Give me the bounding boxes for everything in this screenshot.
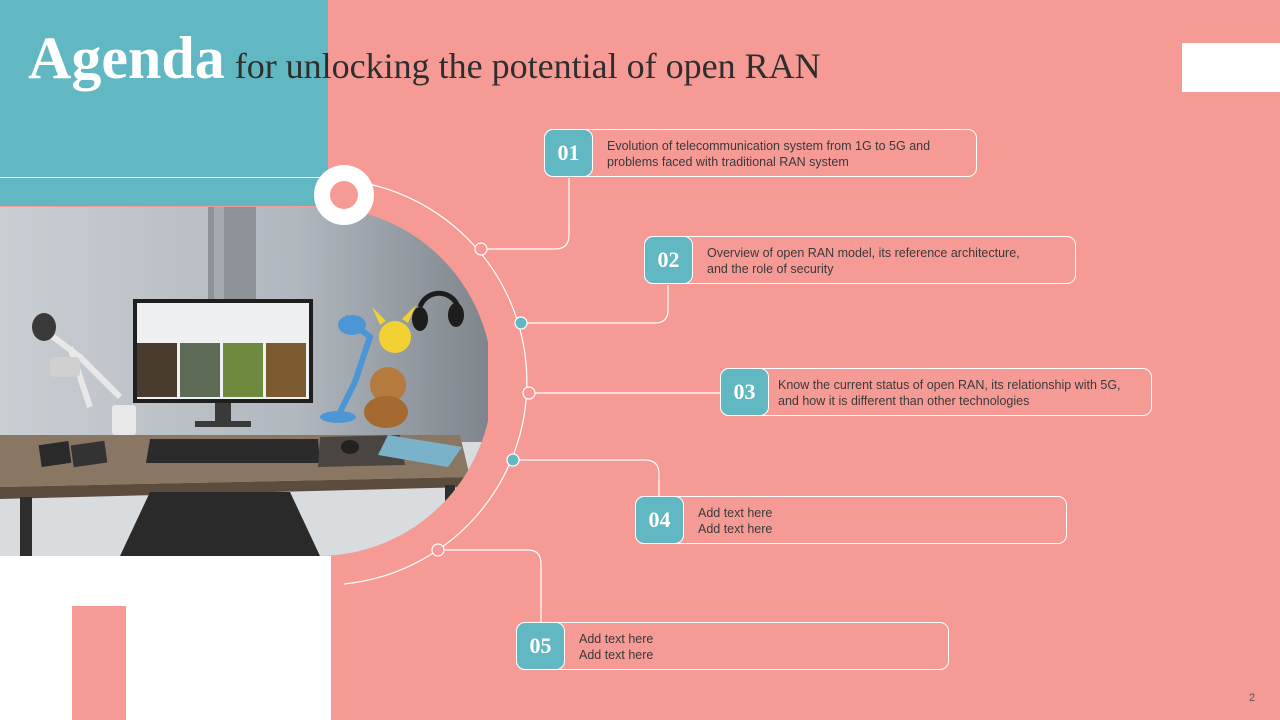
agenda-line-2: Add text here: [579, 648, 654, 662]
ring-inner: [330, 181, 358, 209]
pink-accent-bar: [72, 606, 126, 720]
timeline-dot-02: [514, 316, 528, 330]
agenda-line-1: Add text here: [698, 506, 773, 520]
agenda-line-2: and how it is different than other techn…: [778, 394, 1030, 408]
agenda-text: Overview of open RAN model, its referenc…: [707, 245, 1067, 277]
timeline-dot-03: [522, 386, 536, 400]
corner-white-block: [1182, 43, 1280, 92]
agenda-item-03: 03 Know the current status of open RAN, …: [720, 368, 1152, 416]
agenda-line-2: Add text here: [698, 522, 773, 536]
agenda-item-02: 02 Overview of open RAN model, its refer…: [644, 236, 1076, 284]
agenda-number: 05: [516, 622, 565, 670]
agenda-text: Evolution of telecommunication system fr…: [607, 138, 968, 170]
agenda-text: Add text here Add text here: [698, 505, 1058, 537]
agenda-text: Add text here Add text here: [579, 631, 940, 663]
agenda-number: 01: [544, 129, 593, 177]
agenda-item-01: 01 Evolution of telecommunication system…: [544, 129, 977, 177]
agenda-number: 02: [644, 236, 693, 284]
title-main: Agenda: [28, 25, 225, 91]
ring-icon: [314, 165, 374, 225]
agenda-number: 03: [720, 368, 769, 416]
page-number: 2: [1249, 692, 1256, 704]
title-subtitle: for unlocking the potential of open RAN: [234, 46, 821, 86]
agenda-line-2: problems faced with traditional RAN syst…: [607, 155, 849, 169]
agenda-text: Know the current status of open RAN, its…: [778, 377, 1143, 409]
agenda-line-1: Add text here: [579, 632, 654, 646]
agenda-line-1: Know the current status of open RAN, its…: [778, 378, 1121, 392]
teal-header-block: [0, 0, 328, 206]
agenda-item-05: 05 Add text here Add text here: [516, 622, 949, 670]
agenda-line-1: Evolution of telecommunication system fr…: [607, 139, 931, 153]
agenda-line-1: Overview of open RAN model, its referenc…: [707, 246, 1020, 260]
agenda-number: 04: [635, 496, 684, 544]
divider-line: [0, 177, 328, 178]
agenda-line-2: and the role of security: [707, 262, 834, 276]
agenda-item-04: 04 Add text here Add text here: [635, 496, 1067, 544]
timeline-dot-04: [506, 453, 520, 467]
white-footer-block: [0, 556, 331, 720]
desk-photo: [0, 207, 488, 556]
